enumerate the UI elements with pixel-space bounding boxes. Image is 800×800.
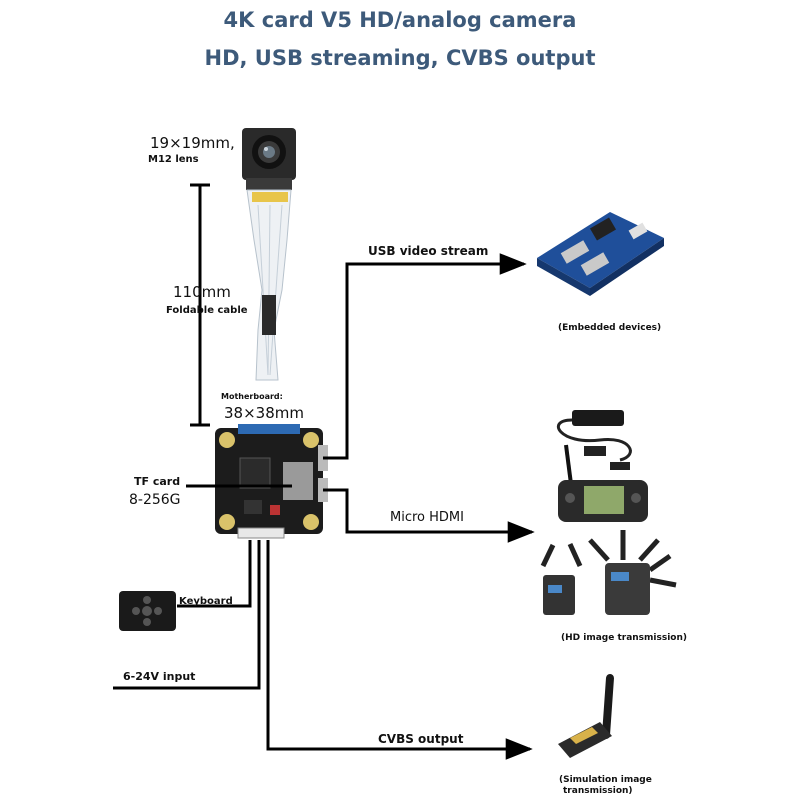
- hdmi-output-label: Micro HDMI: [390, 510, 464, 525]
- title-line-1: 4K card V5 HD/analog camera: [223, 8, 577, 32]
- embedded-board-image: [537, 212, 664, 296]
- cvbs-transmitter-image: [558, 674, 614, 758]
- tf-card-label: TF card: [134, 475, 181, 488]
- keyboard-module: [119, 591, 176, 631]
- simulation-caption-line-2: transmission): [563, 786, 633, 796]
- flex-cable: [246, 189, 292, 381]
- usb-output-label: USB video stream: [368, 244, 489, 258]
- hdmi-arrow: [323, 488, 535, 543]
- cable-length-dimension: [190, 183, 210, 427]
- embedded-devices-caption: (Embedded devices): [558, 323, 662, 333]
- cable-length-label: 110mm: [173, 283, 231, 301]
- keyboard-line: [177, 540, 252, 608]
- hdmi-devices-image: [540, 410, 677, 615]
- lens-size-label: 19×19mm,: [150, 134, 235, 152]
- cable-type-label: Foldable cable: [166, 305, 248, 316]
- board-size-label: 38×38mm: [224, 404, 304, 422]
- motherboard: [215, 424, 328, 539]
- cvbs-output-label: CVBS output: [378, 732, 464, 746]
- camera-lens-module: [242, 128, 296, 190]
- usb-arrow: [323, 253, 527, 460]
- power-line: [113, 540, 261, 690]
- lens-type-label: M12 lens: [148, 154, 199, 165]
- power-input-label: 6-24V input: [123, 670, 196, 683]
- simulation-caption-line-1: (Simulation image: [559, 775, 652, 785]
- title-line-2: HD, USB streaming, CVBS output: [204, 46, 596, 70]
- tf-card-capacity: 8-256G: [129, 492, 181, 508]
- motherboard-prefix-label: Motherboard:: [221, 392, 283, 401]
- hd-transmission-caption: (HD image transmission): [561, 633, 688, 643]
- cvbs-arrow: [266, 540, 533, 760]
- keyboard-label: Keyboard: [179, 596, 233, 607]
